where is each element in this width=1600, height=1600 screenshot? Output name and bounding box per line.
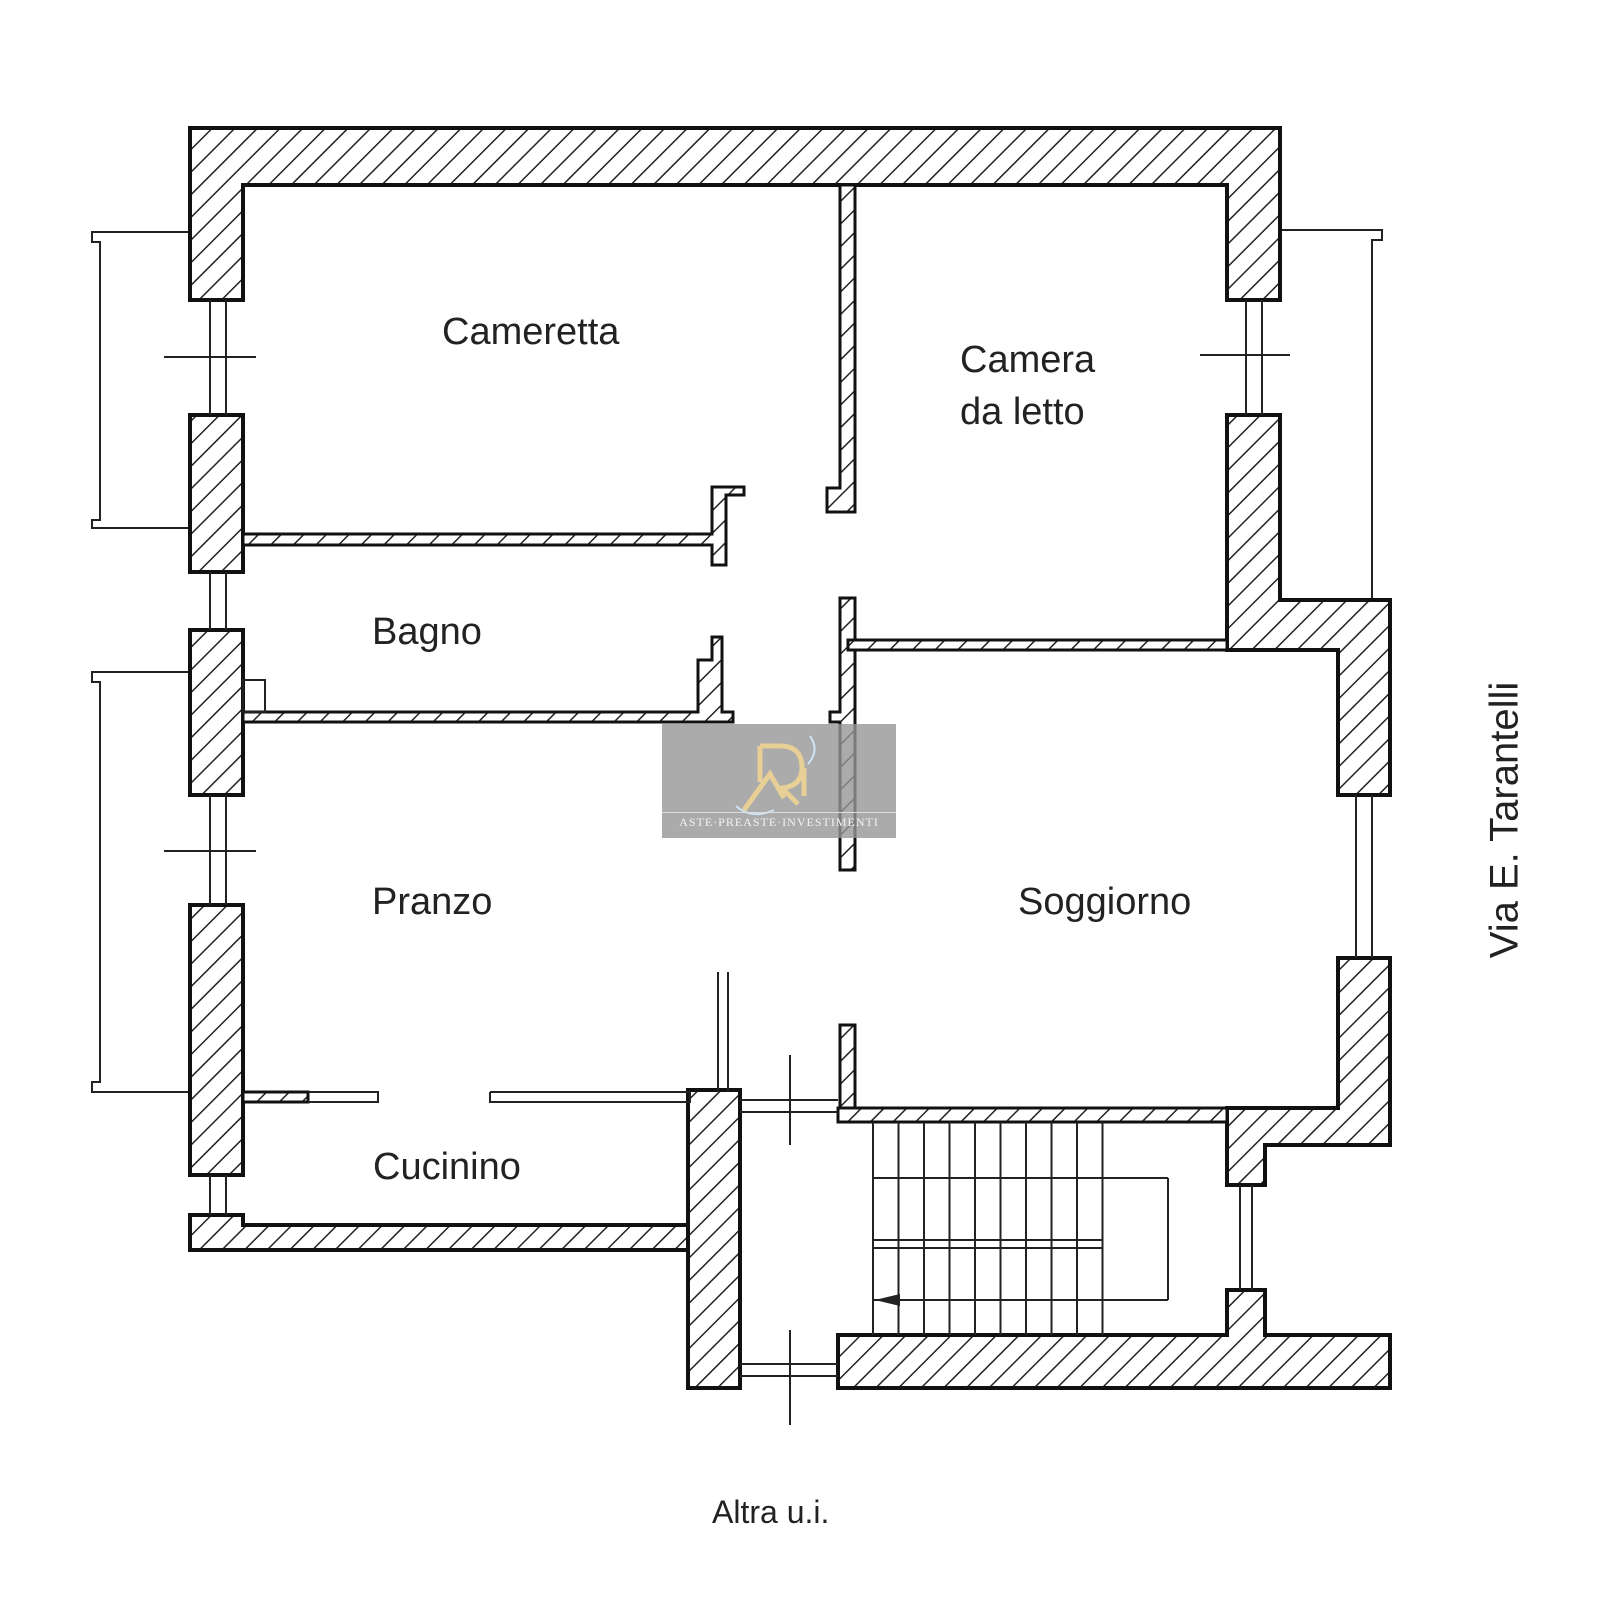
neighbor-label: Altra u.i.: [712, 1494, 830, 1530]
room-label-pranzo: Pranzo: [372, 881, 493, 923]
room-label-camera-line2: da letto: [960, 391, 1085, 433]
balconies: [91, 229, 1383, 1093]
room-label-bagno: Bagno: [372, 611, 482, 653]
watermark-logo: [735, 735, 816, 816]
stair-arrow-icon: [875, 1294, 900, 1306]
room-label-camera-line1: Camera: [960, 339, 1096, 381]
room-label-cameretta: Cameretta: [442, 311, 620, 353]
watermark-text: ASTE·PREASTE·INVESTIMENTI: [662, 812, 896, 830]
street-label: Via E. Tarantelli: [1482, 681, 1527, 959]
staircase: [872, 1122, 1169, 1335]
room-label-cucinino: Cucinino: [373, 1146, 521, 1188]
watermark: ASTE·PREASTE·INVESTIMENTI: [662, 724, 896, 838]
windows: [164, 300, 1373, 1425]
room-label-soggiorno: Soggiorno: [1018, 881, 1192, 923]
